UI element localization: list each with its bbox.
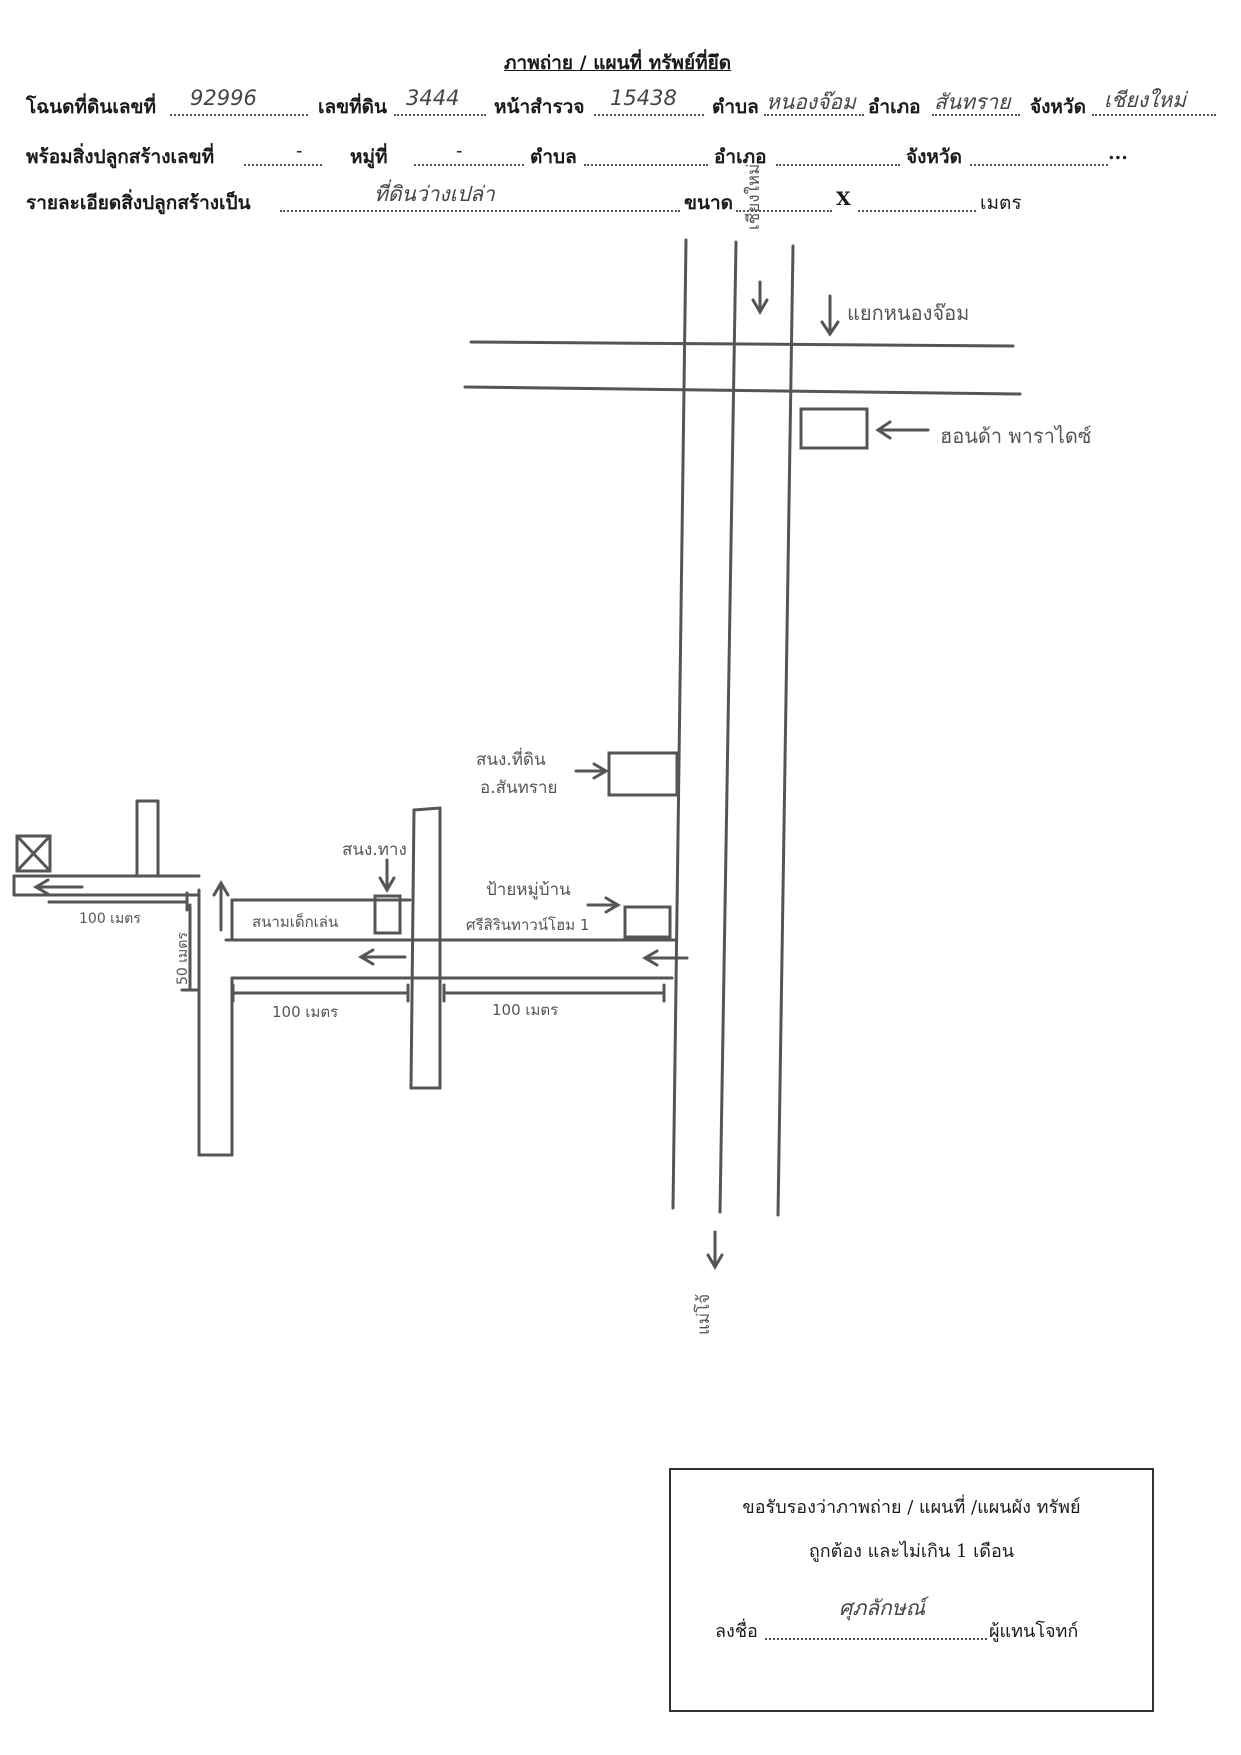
sub-office-box [373,894,402,935]
land-office-label-1: สนง.ที่ดิน [476,750,546,770]
store-arrow [875,420,930,440]
junction-label: แยกหนองจ๊อม [847,301,970,325]
village-sign-label-1: ป้ายหมู่บ้าน [486,880,571,900]
row2-amphoe-dotted-line [776,164,900,166]
sub-office-arrow [378,858,396,893]
village-road-arrow [358,948,407,966]
north-destination-label: เชียงใหม่ [744,163,764,230]
seized-plot-box [15,834,52,873]
row2-province-label: จังหวัด [906,146,962,168]
cross-road-north-end [412,806,442,812]
survey-dotted-line [594,114,704,116]
village-sign-arrow [586,896,621,914]
survey-label: หน้าสำรวจ [494,96,585,118]
deed-label: โฉนดที่ดินเลขที่ [26,96,156,118]
row2-province-dotted-line [970,164,1108,166]
junction-road-north-edge [469,340,1015,348]
main-road-east-edge [776,244,795,1217]
store-label: ฮอนด้า พาราไดซ์ [940,424,1092,448]
size-length-dotted-line [858,210,976,212]
deed-value: 92996 [190,86,257,110]
tambon-dotted-line [764,114,864,116]
certification-box: ขอรับรองว่าภาพถ่าย / แผนที่ /แผนผัง ทรัพ… [669,1468,1154,1712]
detail-dotted-line [280,210,680,212]
main-road-centre-line [718,240,738,1214]
amphoe-value: สันทราย [934,90,1011,114]
cross-road-west-edge [409,808,416,1090]
province-label: จังหวัด [1030,96,1086,118]
signature-role: ผู้แทนโจทก์ [989,1621,1079,1642]
signature: ศุภลักษณ์ [839,1596,926,1620]
row2-tambon-dotted-line [584,164,708,166]
junction-arrow [820,294,840,337]
size-unit: เมตร [980,192,1022,214]
land-no-dotted-line [394,114,486,116]
village-sign-box [623,905,672,939]
seized-plot-cross-b [15,834,52,873]
junction-road-south-edge [463,385,1022,396]
south-arrow [706,1230,724,1270]
field-label: สนามเด็กเล่น [252,913,339,931]
turn-arrow [642,949,689,967]
tambon-label: ตำบล [712,96,759,118]
row2-amphoe-label: อำเภอ [714,146,767,168]
land-office-arrow [574,762,609,780]
dist-100-mid-label: 100 เมตร [272,1003,339,1021]
size-width-dotted-line [736,210,832,212]
village-sign-label-2: ศรีสิรินทาวน์โฮม 1 [466,916,590,934]
moo-value: - [456,140,463,162]
detail-value: ที่ดินว่างเปล่า [374,182,495,206]
main-road-west-edge [671,238,688,1210]
deed-dotted-line [170,114,308,116]
moo-label: หมู่ที่ [350,146,388,168]
store-box [799,407,869,450]
north-arrow [751,280,769,315]
row2-trailing: ... [1108,142,1128,164]
row2-tambon-label: ตำบล [530,146,577,168]
dist-50-label: 50 เมตร [175,932,191,985]
size-label: ขนาด [684,192,733,214]
west-road-arrow [33,878,84,896]
province-value: เชียงใหม่ [1104,88,1186,112]
land-office-label-2: อ.สันทราย [480,778,558,798]
amphoe-label: อำเภอ [868,96,921,118]
building-value: - [296,140,303,162]
south-destination-label: แม่โจ้ [694,1293,714,1335]
province-dotted-line [1092,114,1216,116]
size-x: X [836,188,851,210]
building-label: พร้อมสิ่งปลูกสร้างเลขที่ [26,146,215,168]
form-title: ภาพถ่าย / แผนที่ ทรัพย์ที่ยึด [504,52,732,74]
moo-dotted-line [414,164,524,166]
dist-100-right-label: 100 เมตร [492,1001,559,1019]
signature-label: ลงชื่อ [715,1621,758,1642]
signature-dotted-line [765,1638,987,1640]
dist-100-left-label: 100 เมตร [79,911,141,927]
building-dotted-line [244,164,322,166]
sub-office-label: สนง.ทาง [342,840,407,860]
land-no-label: เลขที่ดิน [318,96,387,118]
detail-label: รายละเอียดสิ่งปลูกสร้างเป็น [26,192,251,214]
land-no-value: 3444 [406,86,460,110]
land-office-box [607,751,679,797]
certification-line-1: ขอรับรองว่าภาพถ่าย / แผนที่ /แผนผัง ทรัพ… [742,1497,1081,1518]
tambon-value: หนองจ๊อม [766,90,856,114]
field-road-arrow [212,880,230,932]
survey-value: 15438 [610,86,677,110]
amphoe-dotted-line [932,114,1020,116]
certification-line-2: ถูกต้อง และไม่เกิน 1 เดือน [808,1541,1015,1562]
